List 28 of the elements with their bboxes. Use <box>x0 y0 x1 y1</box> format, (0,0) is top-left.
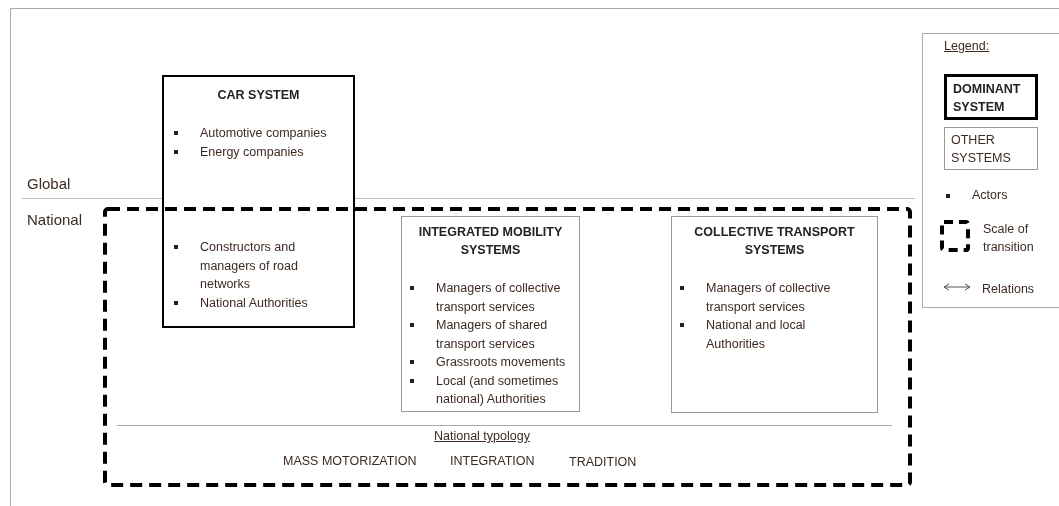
actor-item: Local (and sometimes national) Authorities <box>410 371 575 409</box>
system-box <box>401 216 580 412</box>
actor-item: Automotive companies <box>174 124 344 143</box>
legend-label: Relations <box>982 281 1036 298</box>
system-box <box>671 216 878 413</box>
system-box <box>162 75 355 328</box>
box-heading: CAR SYSTEM <box>216 87 301 104</box>
legend-other-box: OTHER SYSTEMS <box>944 127 1038 170</box>
scale-label: National <box>27 212 83 228</box>
typology-heading: National typology <box>434 428 530 444</box>
box-heading: COLLECTIVE TRANSPORT SYSTEMS <box>693 224 856 259</box>
scale-label: Global <box>27 176 71 192</box>
actor-item: National and local Authorities <box>680 316 855 353</box>
actor-item: Managers of collective transport services <box>410 279 575 316</box>
actor-item: Constructors and managers of road networks <box>174 238 344 294</box>
actor-item: National Authorities <box>174 293 344 312</box>
typology-label: INTEGRATION <box>450 453 535 469</box>
legend-label: Scale of transition <box>983 221 1035 256</box>
legend-title: Legend: <box>944 38 990 54</box>
typology-label: TRADITION <box>569 454 637 470</box>
box-heading: INTEGRATED MOBILITY SYSTEMS <box>417 224 564 259</box>
typology-label: MASS MOTORIZATION <box>283 453 417 469</box>
legend-label: Actors <box>972 187 1009 204</box>
actor-item: Energy companies <box>174 142 344 161</box>
legend-dominant-box: DOMINANT SYSTEM <box>944 74 1038 120</box>
actor-item: Grassroots movements <box>410 353 575 372</box>
actor-item: Managers of collective transport services <box>680 279 855 316</box>
actor-item: Managers of shared transport services <box>410 316 575 353</box>
